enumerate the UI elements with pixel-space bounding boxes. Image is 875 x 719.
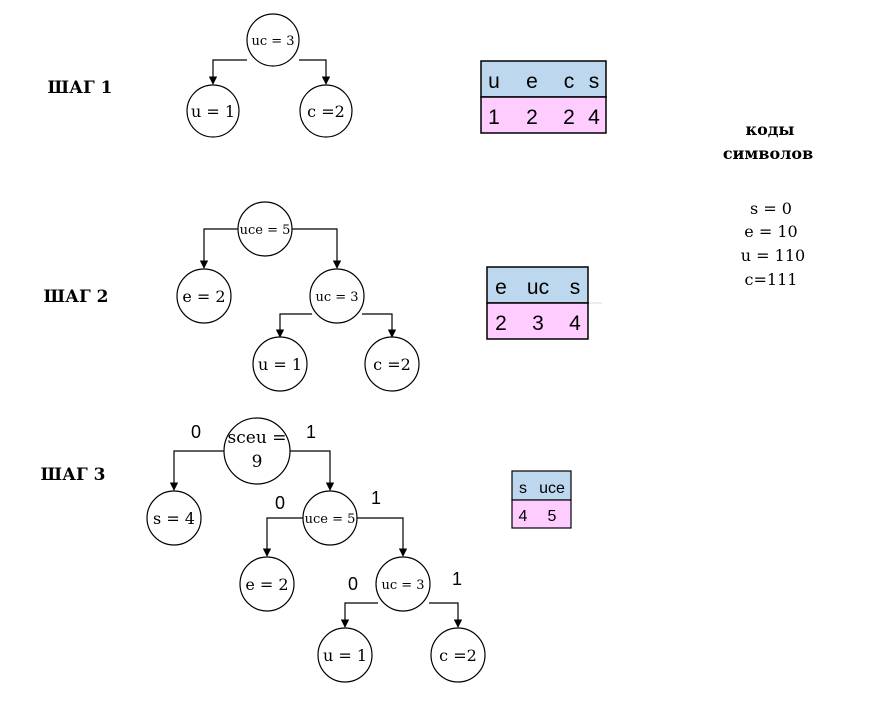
- node-label: c =2: [373, 355, 411, 374]
- tree-node: [302, 490, 358, 546]
- table-value-row: [511, 499, 572, 529]
- table-cell: 4: [519, 508, 528, 525]
- table-cell: 4: [569, 312, 581, 335]
- table-cell: 2: [563, 106, 575, 129]
- table-header-row: [480, 60, 607, 98]
- bit-label: 0: [275, 493, 285, 513]
- edge: [290, 450, 335, 491]
- code-line: e = 10: [744, 222, 797, 241]
- bit-label: 0: [348, 574, 358, 594]
- node-label: u = 1: [323, 646, 367, 665]
- node-label: uc = 3: [251, 34, 294, 49]
- table-cell: s: [519, 480, 527, 497]
- node-label: e = 2: [245, 575, 288, 594]
- edge: [356, 517, 408, 557]
- node-label: uc = 3: [381, 578, 424, 593]
- bit-label: 1: [452, 569, 462, 589]
- table-cell: 4: [588, 106, 600, 129]
- table-cell: u: [488, 70, 500, 93]
- tree-node: [186, 84, 240, 138]
- tree-node: [146, 490, 202, 546]
- code-line: s = 0: [750, 199, 792, 218]
- tree-step-3: 0 1 0 1 0 1 sceu = 9 s = 4 uce = 5 e = 2…: [146, 417, 486, 683]
- edge: [169, 450, 224, 491]
- bit-label: 0: [191, 422, 201, 442]
- table-step-3: s uce 4 5: [511, 470, 572, 529]
- edge: [199, 228, 239, 269]
- table-step-2: e uc s 2 3 4: [486, 266, 602, 340]
- table-cell: c: [564, 70, 575, 93]
- node-label: u = 1: [191, 102, 235, 121]
- node-label: c =2: [307, 102, 345, 121]
- codes-title: коды: [746, 120, 795, 139]
- tree-node: [364, 336, 420, 392]
- codes-title: символов: [723, 144, 813, 163]
- table-cell: e: [495, 276, 507, 299]
- tree-step-2: uce = 5 e = 2 uc = 3 u = 1 c =2: [176, 201, 420, 392]
- table-cell: e: [526, 70, 538, 93]
- table-cell: 2: [495, 312, 507, 335]
- edge: [275, 313, 312, 338]
- tree-node: [246, 13, 300, 67]
- tree-node: [239, 556, 295, 612]
- node-label: 9: [252, 452, 263, 472]
- table-header-row: [511, 470, 572, 501]
- node-label: sceu =: [228, 428, 287, 448]
- table-cell: uc: [527, 276, 549, 299]
- tree-node: [430, 627, 486, 683]
- table-cell: 5: [548, 508, 557, 525]
- tree-node: [317, 627, 373, 683]
- table-cell: uce: [539, 480, 565, 497]
- table-cell: 1: [488, 106, 500, 129]
- node-label: s = 4: [153, 509, 195, 528]
- bit-label: 1: [371, 488, 381, 508]
- tree-node: [223, 417, 291, 485]
- table-cell: 3: [532, 312, 544, 335]
- table-value-row: [486, 302, 589, 340]
- node-label: uce = 5: [240, 223, 291, 238]
- table-step-1: u e c s 1 2 2 4: [480, 60, 607, 134]
- edge: [340, 602, 378, 628]
- tree-node: [375, 556, 431, 612]
- table-cell: s: [589, 70, 600, 93]
- edge: [208, 59, 247, 85]
- code-line: u = 110: [741, 246, 805, 265]
- node-label: e = 2: [182, 287, 225, 306]
- edge: [362, 313, 397, 338]
- node-label: c =2: [439, 646, 477, 665]
- bit-label: 1: [306, 422, 316, 442]
- edge: [429, 602, 463, 628]
- tree-node: [252, 336, 308, 392]
- code-line: c=111: [745, 270, 798, 289]
- tree-node: [309, 268, 365, 324]
- step-1-label: ШАГ 1: [48, 78, 113, 98]
- table-value-row: [480, 96, 607, 134]
- edge: [291, 228, 342, 269]
- table-cell: s: [570, 276, 581, 299]
- tree-node: [299, 84, 353, 138]
- step-2-label: ШАГ 2: [44, 287, 109, 307]
- node-label: uc = 3: [315, 290, 358, 305]
- tree-node: [176, 268, 232, 324]
- tree-step-1: uc = 3 u = 1 c =2: [186, 13, 353, 138]
- edge: [262, 517, 303, 557]
- table-cell: 2: [526, 106, 538, 129]
- symbol-codes: коды символов s = 0 e = 10 u = 110 c=111: [723, 120, 813, 289]
- edge: [299, 59, 331, 85]
- node-label: u = 1: [258, 355, 302, 374]
- tree-node: [237, 201, 293, 257]
- node-label: uce = 5: [305, 512, 356, 527]
- step-3-label: ШАГ 3: [41, 465, 106, 485]
